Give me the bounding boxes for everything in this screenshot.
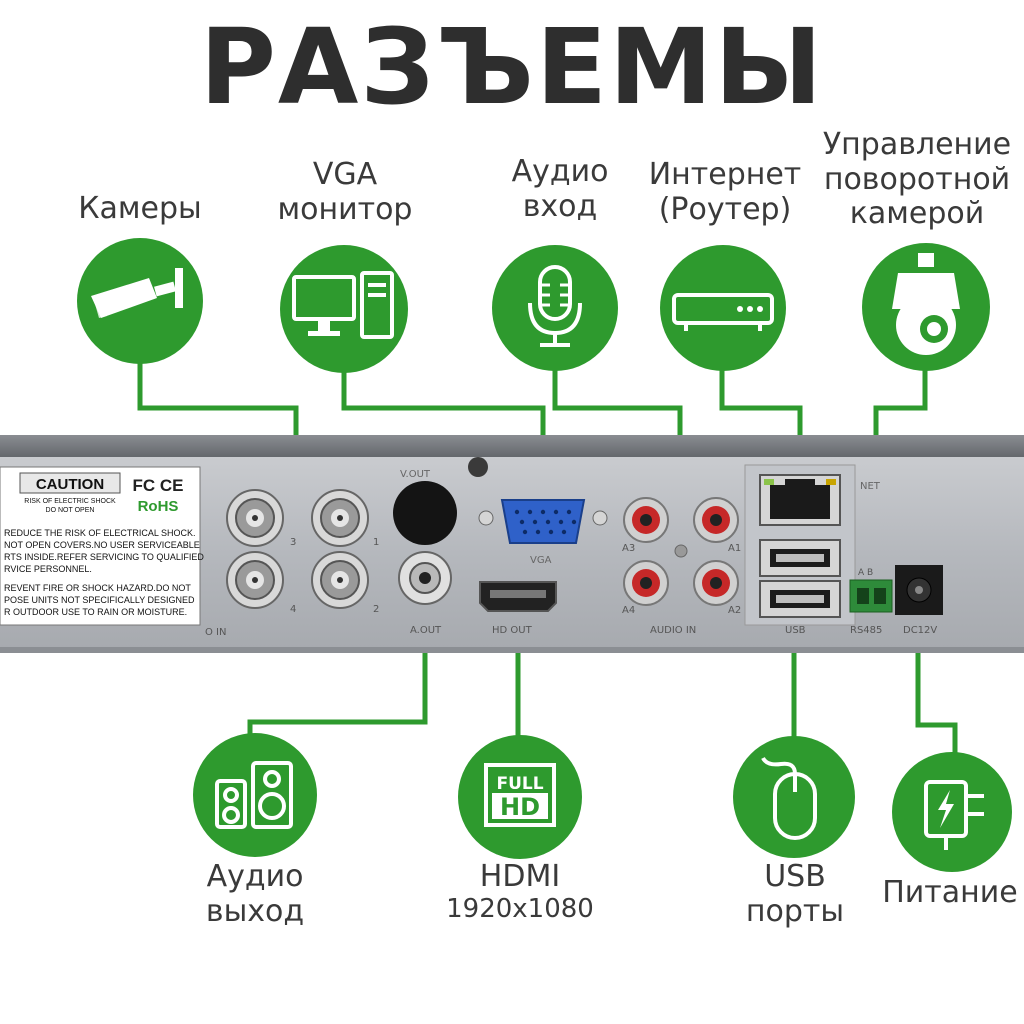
internet-circle <box>660 245 786 371</box>
svg-text:2: 2 <box>373 604 379 615</box>
svg-text:3: 3 <box>290 537 296 548</box>
full-hd-icon: FULL HD <box>484 763 556 827</box>
label-audio-out: Аудио выход <box>205 859 305 929</box>
audio-out-circle <box>193 733 317 857</box>
fc-ce-mark: FC CE <box>133 476 184 495</box>
cctv-camera-icon <box>91 268 183 318</box>
svg-text:NOT OPEN COVERS.NO USER SERVIC: NOT OPEN COVERS.NO USER SERVICEABLE <box>4 540 200 550</box>
ethernet-port: NET <box>759 474 881 526</box>
label-power: Питание <box>882 875 1018 910</box>
cameras-circle <box>77 238 203 364</box>
desktop-computer-icon <box>292 271 394 339</box>
svg-text:V.OUT: V.OUT <box>400 469 431 480</box>
svg-text:RS485: RS485 <box>850 625 882 636</box>
usb-ports: USB <box>759 539 841 636</box>
svg-text:A3: A3 <box>622 543 635 554</box>
microphone-icon <box>528 265 582 347</box>
svg-text:RTS INSIDE.REFER SERVICING TO: RTS INSIDE.REFER SERVICING TO QUALIFIED <box>4 552 204 562</box>
vga-circle <box>280 245 408 373</box>
svg-text:A.OUT: A.OUT <box>410 625 442 636</box>
label-ptz: Управление поворотной камерой <box>822 127 1012 231</box>
hdmi-port: HD OUT <box>479 581 557 636</box>
svg-text:O IN: O IN <box>205 627 226 638</box>
svg-text:HD OUT: HD OUT <box>492 625 533 636</box>
ptz-dome-camera-icon <box>892 253 960 355</box>
svg-text:RVICE PERSONNEL.: RVICE PERSONNEL. <box>4 564 92 574</box>
svg-text:AUDIO IN: AUDIO IN <box>650 625 696 636</box>
hdmi-circle: FULL HD <box>458 735 582 859</box>
vga-port: VGA <box>478 499 608 566</box>
svg-text:1: 1 <box>373 537 379 548</box>
label-audio-in: Аудио вход <box>511 154 609 224</box>
svg-text:NET: NET <box>860 481 881 492</box>
svg-text:A B: A B <box>858 568 873 578</box>
dc-power-jack: DC12V <box>895 565 943 636</box>
label-hdmi: HDMI 1920x1080 <box>430 859 610 924</box>
vout-port <box>393 481 457 545</box>
audio-in-ports: A3 A1 A4 A2 AUDIO IN <box>622 497 741 636</box>
svg-text:USB: USB <box>785 625 806 636</box>
label-vga: VGA монитор <box>277 157 413 227</box>
svg-text:A2: A2 <box>728 605 741 616</box>
bnc-video-inputs: 3 1 4 2 O IN <box>205 489 379 638</box>
caution-label: CAUTION RISK OF ELECTRIC SHOCK DO NOT OP… <box>0 466 204 626</box>
svg-text:A4: A4 <box>622 605 635 616</box>
svg-text:DO NOT OPEN: DO NOT OPEN <box>46 507 95 514</box>
label-cameras: Камеры <box>78 191 202 226</box>
mouse-icon <box>761 756 817 840</box>
audio-in-circle <box>492 245 618 371</box>
speakers-icon <box>215 761 293 829</box>
page-title: РАЗЪЕМЫ <box>199 6 825 128</box>
svg-text:RISK OF ELECTRIC SHOCK: RISK OF ELECTRIC SHOCK <box>24 498 116 505</box>
audio-out-port <box>398 551 452 605</box>
rohs-mark: RoHS <box>138 498 179 515</box>
svg-text:REVENT FIRE OR SHOCK HAZARD.DO: REVENT FIRE OR SHOCK HAZARD.DO NOT <box>4 583 191 593</box>
ptz-circle <box>862 243 990 371</box>
svg-text:HD: HD <box>500 793 540 821</box>
label-usb: USB порты <box>745 859 845 929</box>
router-icon <box>672 293 774 331</box>
caution-header: CAUTION <box>36 476 104 493</box>
svg-text:REDUCE THE RISK OF ELECTRICAL: REDUCE THE RISK OF ELECTRICAL SHOCK. <box>4 528 196 538</box>
usb-circle <box>733 736 855 858</box>
rs485-terminal: A B RS485 <box>849 568 893 636</box>
svg-text:VGA: VGA <box>530 555 552 566</box>
label-internet: Интернет (Роутер) <box>648 157 802 227</box>
svg-text:4: 4 <box>290 604 296 615</box>
svg-text:A1: A1 <box>728 543 741 554</box>
power-circle <box>892 752 1012 872</box>
svg-text:POSE UNITS NOT SPECIFICALLY DE: POSE UNITS NOT SPECIFICALLY DESIGNED <box>4 595 195 605</box>
svg-text:FULL: FULL <box>496 774 543 794</box>
hdmi-resolution: 1920x1080 <box>446 893 594 924</box>
svg-text:DC12V: DC12V <box>903 625 937 636</box>
svg-text:R OUTDOOR USE TO RAIN OR MOIST: R OUTDOOR USE TO RAIN OR MOISTURE. <box>4 607 187 617</box>
power-plug-icon <box>924 780 984 850</box>
dvr-back-panel: CAUTION RISK OF ELECTRIC SHOCK DO NOT OP… <box>0 435 1024 653</box>
